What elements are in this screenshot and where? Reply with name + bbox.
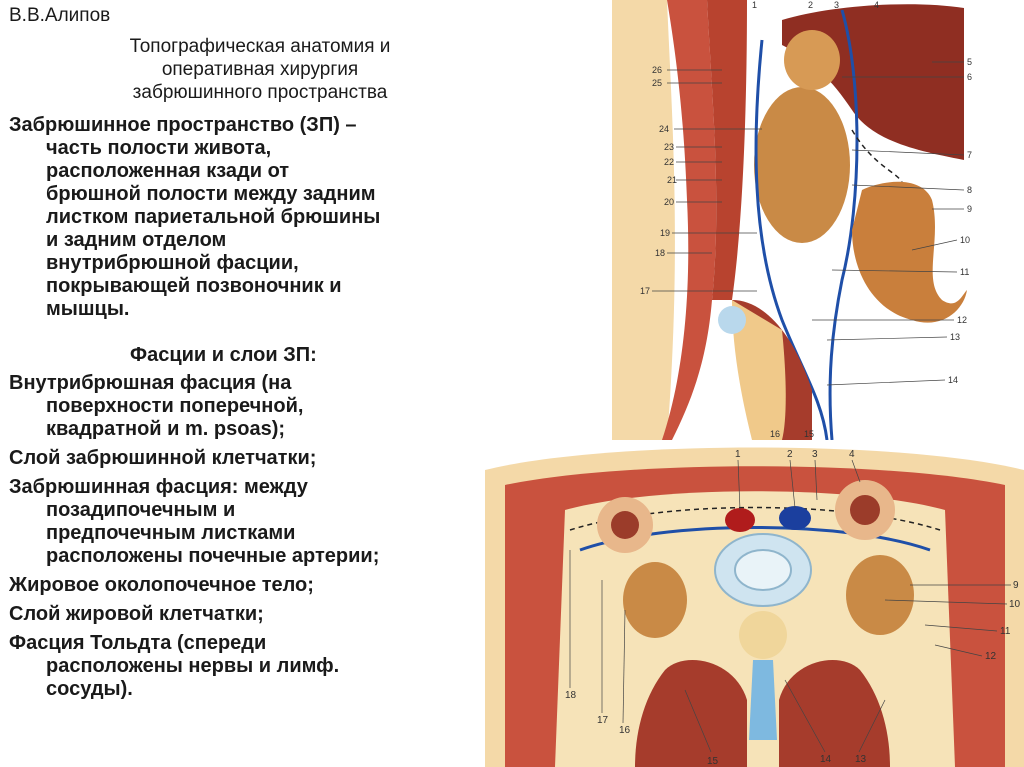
spinal-canal	[739, 611, 787, 659]
layers-list: Внутрибрюшная фасция (на поверхности поп…	[9, 372, 489, 707]
label-22: 22	[664, 157, 674, 167]
label-15: 15	[707, 756, 719, 767]
list-item: Внутрибрюшная фасция (на поверхности поп…	[9, 372, 489, 441]
list-item: Жировое околопочечное тело;	[9, 574, 489, 597]
vertebral-disc	[718, 306, 746, 334]
definition-line: расположенная кзади от	[46, 160, 290, 182]
item-line: расположены почечные артерии;	[46, 545, 380, 567]
label-14: 14	[948, 375, 958, 385]
label-10: 10	[1009, 599, 1021, 610]
definition-line: покрывающей позвоночник и	[46, 275, 342, 297]
item-line: квадратной и m. psoas);	[46, 418, 286, 440]
item-line: Слой жировой клетчатки;	[9, 603, 264, 625]
label-24: 24	[659, 124, 669, 134]
definition-line: и задним отделом	[46, 229, 227, 251]
vena-cava	[779, 506, 811, 530]
label-7: 7	[967, 150, 972, 160]
label-16: 16	[770, 429, 780, 439]
label-26: 26	[652, 65, 662, 75]
colon	[852, 181, 967, 323]
label-9: 9	[1013, 580, 1019, 591]
definition-line: брюшной полости между задним	[46, 183, 376, 205]
label-1: 1	[735, 449, 741, 460]
vertebra	[732, 300, 786, 440]
definition-line: часть полости живота,	[46, 137, 272, 159]
transverse-section-figure: 1 2 3 4 9 10 11 12 18 17 16 15 14 13	[485, 447, 1024, 767]
item-line: сосуды).	[46, 678, 133, 700]
label-3: 3	[812, 449, 818, 460]
definition-line: мышцы.	[46, 298, 130, 320]
list-item: Слой забрюшинной клетчатки;	[9, 447, 489, 470]
label-19: 19	[660, 228, 670, 238]
label-11: 11	[960, 267, 969, 277]
label-15: 15	[804, 429, 814, 439]
author-name: В.В.Алипов	[9, 5, 111, 26]
label-13: 13	[855, 754, 867, 765]
title-line: Топографическая анатомия и	[129, 36, 391, 57]
item-line: расположены нервы и лимф.	[46, 655, 340, 677]
label-11: 11	[1000, 626, 1011, 637]
back-fat-layer	[612, 0, 675, 440]
label-2: 2	[808, 0, 813, 10]
label-2: 2	[787, 449, 793, 460]
label-12: 12	[985, 651, 997, 662]
item-line: Внутрибрюшная фасция (на	[9, 372, 292, 394]
label-14: 14	[820, 754, 832, 765]
label-20: 20	[664, 197, 674, 207]
definition-line: Забрюшинное пространство (ЗП) –	[9, 114, 357, 136]
spinous-process	[749, 660, 777, 740]
label-18: 18	[655, 248, 665, 258]
aorta	[725, 508, 755, 532]
label-17: 17	[640, 286, 650, 296]
definition-line: листком париетальной брюшины	[46, 206, 381, 228]
item-line: предпочечным листками	[46, 522, 296, 544]
label-13: 13	[950, 332, 960, 342]
label-9: 9	[967, 204, 972, 214]
label-10: 10	[960, 235, 970, 245]
item-line: позадипочечным и	[46, 499, 236, 521]
right-kidney	[846, 555, 914, 635]
label-12: 12	[957, 315, 967, 325]
back-muscle	[662, 0, 717, 440]
label-8: 8	[967, 185, 972, 195]
sagittal-section-figure: 26 25 24 23 22 21 20 19 18 17 5 6 7 8 9 …	[612, 0, 1024, 440]
title-line: забрюшинного пространства	[132, 82, 388, 103]
label-4: 4	[874, 0, 879, 10]
item-line: поверхности поперечной,	[46, 395, 304, 417]
list-item: Забрюшинная фасция: между позадипочечным…	[9, 476, 489, 568]
item-line: Фасция Тольдта (спереди	[9, 632, 267, 654]
label-4: 4	[849, 449, 855, 460]
label-17: 17	[597, 715, 609, 726]
label-21: 21	[667, 175, 677, 185]
list-item: Фасция Тольдта (спереди расположены нерв…	[9, 632, 489, 701]
slide-title: Топографическая анатомия и оперативная х…	[40, 35, 480, 104]
item-line: Жировое околопочечное тело;	[9, 574, 314, 596]
label-6: 6	[967, 72, 972, 82]
label-3: 3	[834, 0, 839, 10]
title-line: оперативная хирургия	[161, 59, 359, 80]
label-16: 16	[619, 725, 631, 736]
definition-line: внутрибрюшной фасции,	[46, 252, 299, 274]
label-23: 23	[664, 142, 674, 152]
label-5: 5	[967, 57, 972, 67]
definition-paragraph: Забрюшинное пространство (ЗП) – часть по…	[9, 114, 484, 321]
adrenal-gland	[784, 30, 840, 90]
item-line: Забрюшинная фасция: между	[9, 476, 308, 498]
kidney	[754, 87, 850, 243]
item-line: Слой забрюшинной клетчатки;	[9, 447, 317, 469]
left-back-muscle	[635, 660, 747, 767]
left-kidney	[623, 562, 687, 638]
renal-fascia-line	[754, 39, 829, 440]
label-25: 25	[652, 78, 662, 88]
layers-subheading: Фасции и слои ЗП:	[130, 344, 317, 366]
deep-muscle	[707, 0, 747, 300]
right-back-muscle	[779, 660, 890, 767]
label-1: 1	[752, 0, 757, 10]
list-item: Слой жировой клетчатки;	[9, 603, 489, 626]
label-18: 18	[565, 690, 577, 701]
